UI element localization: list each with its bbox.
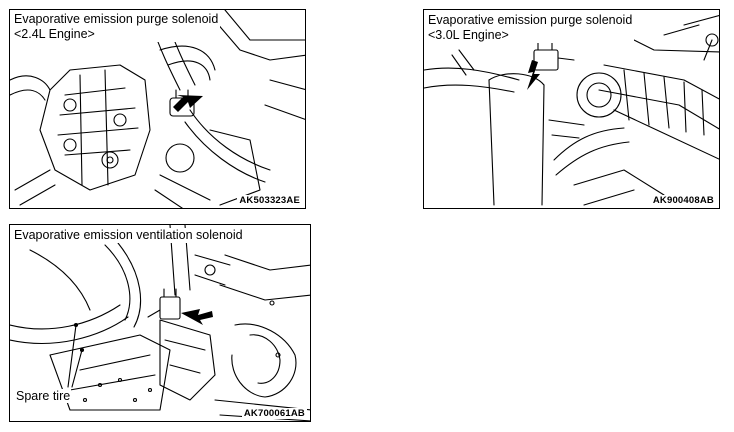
- panel-purge-solenoid-2-4l: Evaporative emission purge solenoid <2.4…: [9, 9, 306, 209]
- panel-caption: Evaporative emission ventilation solenoi…: [12, 228, 245, 243]
- panel-caption: Evaporative emission purge solenoid <3.0…: [426, 13, 635, 43]
- caption-line-1: Evaporative emission ventilation solenoi…: [14, 228, 243, 242]
- panel-purge-solenoid-3-0l: Evaporative emission purge solenoid <3.0…: [423, 9, 720, 209]
- figure-code: AK900408AB: [650, 195, 716, 206]
- caption-line-2: <3.0L Engine>: [428, 28, 509, 42]
- caption-line-1: Evaporative emission purge solenoid: [428, 13, 633, 27]
- caption-line-2: <2.4L Engine>: [14, 27, 95, 41]
- caption-line-1: Evaporative emission purge solenoid: [14, 12, 219, 26]
- figure-code: AK700061AB: [241, 408, 307, 419]
- panel-ventilation-solenoid: Evaporative emission ventilation solenoi…: [9, 224, 311, 422]
- location-arrow: [181, 309, 213, 325]
- figure-code: AK503323AE: [237, 195, 302, 206]
- location-arrow: [173, 95, 203, 112]
- location-arrow: [527, 60, 540, 90]
- panel-caption: Evaporative emission purge solenoid <2.4…: [12, 12, 221, 42]
- spare-tire-label: Spare tire: [15, 389, 72, 403]
